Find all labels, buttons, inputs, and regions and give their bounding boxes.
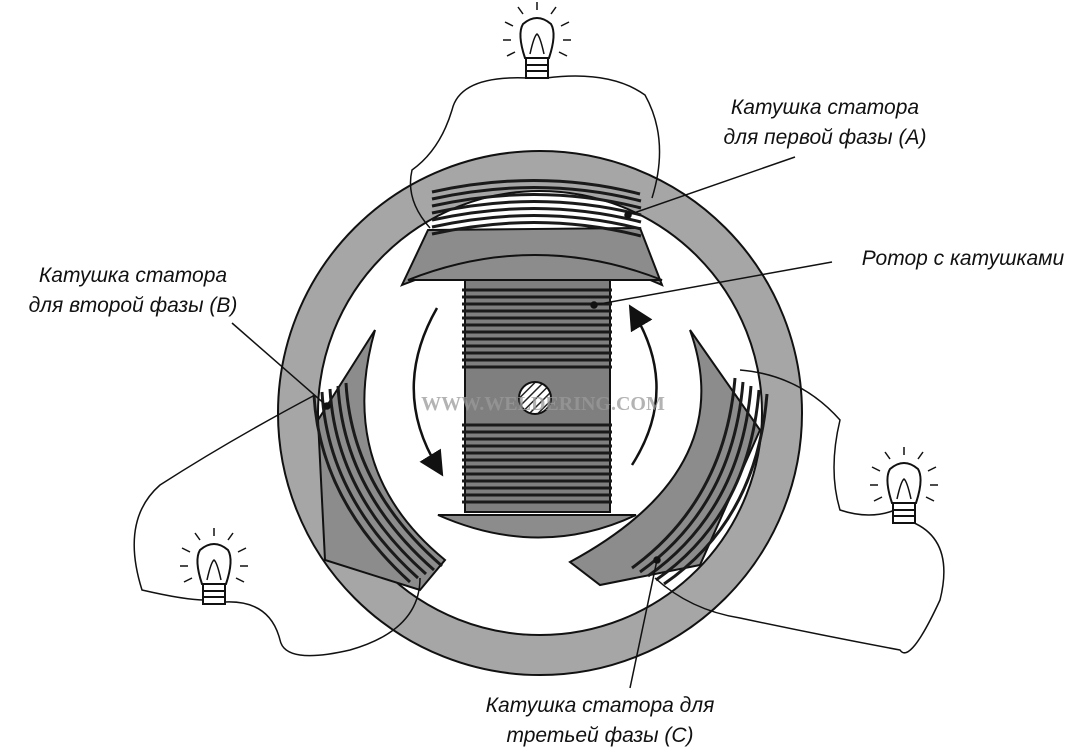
- label-phase-b-line2: для второй фазы (B): [29, 294, 238, 317]
- bulb-c-icon: [870, 447, 938, 524]
- winding-phase-a: [431, 178, 642, 238]
- winding-phase-c: [631, 377, 769, 586]
- rotor-winding-lower: [462, 423, 612, 504]
- label-rotor: Ротор с катушками: [862, 247, 1065, 270]
- rotor-shaft: [518, 381, 552, 415]
- rotation-arrow-right: [628, 304, 658, 466]
- rotor-top-shoe: [407, 254, 663, 281]
- rotor: [407, 254, 663, 539]
- connection-wires: [133, 75, 945, 657]
- winding-phase-b: [312, 382, 443, 584]
- pole-c: [568, 329, 762, 587]
- watermark: WWW.WELDERING.COM: [421, 393, 665, 415]
- leader-lines: [231, 156, 833, 689]
- label-phase-a-line2: для первой фазы (A): [724, 126, 927, 149]
- label-phase-b-line1: Катушка статора: [39, 264, 227, 287]
- bulb-b-icon: [180, 528, 248, 605]
- rotor-winding-upper: [462, 288, 612, 369]
- label-phase-c-line1: Катушка статора для: [486, 694, 715, 717]
- label-phase-c-line2: третьей фазы (C): [506, 724, 693, 747]
- bulb-a-icon: [503, 2, 571, 79]
- label-phase-a-line1: Катушка статора: [731, 96, 919, 119]
- rotation-arrow-left: [412, 307, 444, 477]
- rotor-bottom-shoe: [437, 514, 637, 539]
